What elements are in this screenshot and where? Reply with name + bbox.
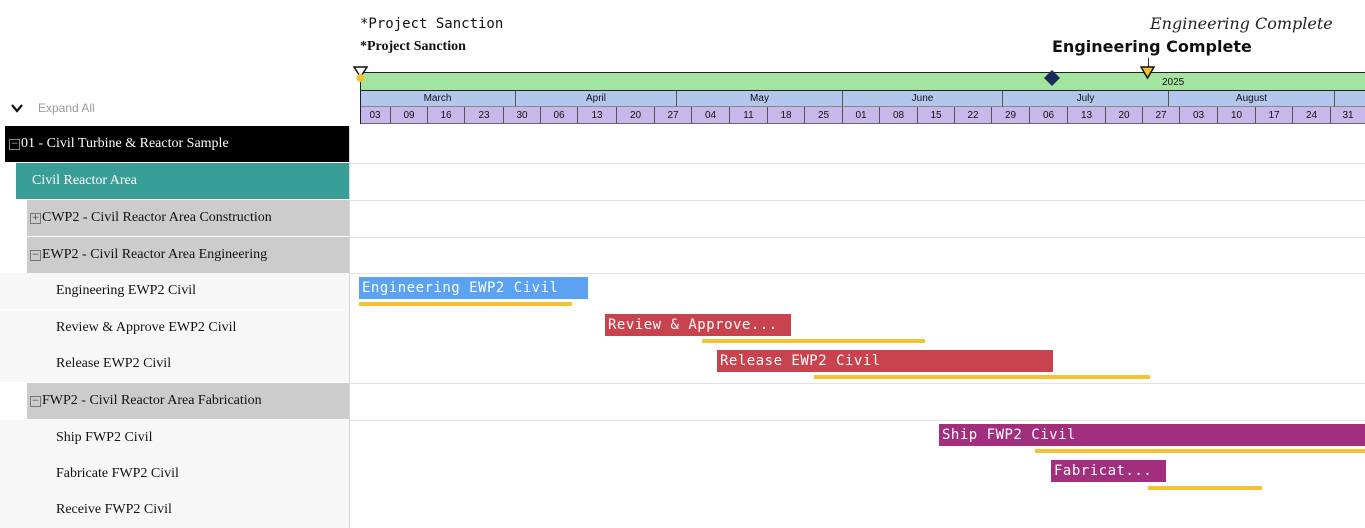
task-row[interactable]: Review & Approve EWP2 Civil [0, 310, 349, 346]
row-cwp2[interactable]: + CWP2 - Civil Reactor Area Construction [27, 200, 349, 236]
bar-fabricate-fwp2[interactable]: Fabricat... [1051, 460, 1166, 482]
week-cell: 30 [504, 107, 541, 124]
milestone-diamond-icon[interactable] [1043, 70, 1061, 86]
baseline-release-ewp2 [814, 375, 1150, 379]
row-ewp2[interactable]: − EWP2 - Civil Reactor Area Engineering [27, 237, 349, 273]
row-separator [350, 163, 1365, 164]
month-august: August [1169, 91, 1335, 107]
bar-ship-fwp2[interactable]: Ship FWP2 Civil [939, 424, 1365, 446]
year-band: 2025 [360, 72, 1365, 91]
expand-all-label: Expand All [38, 101, 95, 115]
week-cell: 22 [955, 107, 992, 124]
week-cell: 10 [1218, 107, 1256, 124]
task-row[interactable]: Ship FWP2 Civil [0, 420, 349, 456]
row-label: Ship FWP2 Civil [56, 430, 153, 445]
week-cell: 29 [992, 107, 1030, 124]
row-label: Engineering EWP2 Civil [56, 283, 196, 298]
week-cell: 24 [1293, 107, 1331, 124]
week-cell: 04 [692, 107, 730, 124]
month-row: March April May June July August [360, 91, 1365, 107]
week-cell: 06 [1030, 107, 1068, 124]
week-cell: 20 [617, 107, 655, 124]
row-separator [350, 420, 1365, 421]
week-cell: 16 [428, 107, 465, 124]
collapse-toggle-icon[interactable]: − [9, 138, 20, 150]
week-cell: 08 [880, 107, 918, 124]
week-cell: 06 [541, 107, 578, 124]
week-cell: 18 [768, 107, 805, 124]
row-fwp2[interactable]: − FWP2 - Civil Reactor Area Fabrication [27, 383, 349, 419]
baseline-engineering-ewp2 [359, 302, 572, 306]
row-separator [350, 273, 1365, 274]
engineering-complete-label: Engineering Complete [1052, 37, 1252, 56]
row-label: Release EWP2 Civil [56, 356, 172, 371]
month-may: May [677, 91, 843, 107]
week-cell: 13 [578, 107, 617, 124]
collapse-toggle-icon[interactable]: − [30, 395, 41, 407]
row-label: Review & Approve EWP2 Civil [56, 320, 237, 335]
row-label: FWP2 - Civil Reactor Area Fabrication [42, 393, 262, 408]
week-cell: 25 [805, 107, 843, 124]
week-cell: 03 [360, 107, 391, 124]
engineering-complete-marker-icon[interactable] [1140, 66, 1156, 80]
week-cell: 01 [843, 107, 880, 124]
month-march: March [360, 91, 516, 107]
week-cell: 23 [465, 107, 504, 124]
project-sanction-label: *Project Sanction [360, 16, 504, 32]
month-july: July [1003, 91, 1169, 107]
row-label: Fabricate FWP2 Civil [56, 466, 179, 481]
task-row[interactable]: Release EWP2 Civil [0, 346, 349, 382]
row-separator [350, 383, 1365, 384]
project-sanction-marker-icon[interactable] [353, 66, 369, 84]
baseline-fabricate-fwp2 [1148, 486, 1262, 490]
bar-engineering-ewp2[interactable]: Engineering EWP2 Civil [359, 277, 588, 299]
month-april: April [516, 91, 677, 107]
engineering-complete-leader-line [1148, 58, 1149, 72]
month-next [1335, 91, 1365, 107]
week-cell: 27 [1143, 107, 1180, 124]
row-label: EWP2 - Civil Reactor Area Engineering [42, 247, 268, 262]
week-cell: 11 [730, 107, 768, 124]
week-cell: 03 [1180, 107, 1218, 124]
week-cell: 09 [391, 107, 428, 124]
week-cell: 27 [655, 107, 692, 124]
bar-review-approve-ewp2[interactable]: Review & Approve... [605, 314, 791, 336]
week-cell: 20 [1106, 107, 1143, 124]
engineering-complete-italic-label: Engineering Complete [1150, 14, 1333, 33]
task-row[interactable]: Receive FWP2 Civil [0, 492, 349, 528]
baseline-ship-fwp2 [1035, 449, 1365, 453]
grid-divider[interactable] [349, 126, 350, 528]
week-cell: 31 [1331, 107, 1365, 124]
month-june: June [843, 91, 1003, 107]
year-label: 2025 [1162, 77, 1185, 88]
timeline-header: 2025 March April May June July August 03… [360, 72, 1365, 124]
week-row: 03 09 16 23 30 06 13 20 27 04 11 18 25 0… [360, 107, 1365, 124]
row-label: 01 - Civil Turbine & Reactor Sample [21, 136, 229, 151]
bar-release-ewp2[interactable]: Release EWP2 Civil [717, 350, 1053, 372]
row-separator [350, 237, 1365, 238]
task-row[interactable]: Fabricate FWP2 Civil [0, 456, 349, 492]
week-cell: 13 [1068, 107, 1106, 124]
timeline-left-edge [360, 72, 361, 124]
week-cell: 15 [918, 107, 955, 124]
collapse-toggle-icon[interactable]: − [30, 249, 41, 261]
row-separator [350, 200, 1365, 201]
expand-all-button[interactable]: Expand All [10, 98, 95, 118]
collapse-toggle-icon[interactable]: − [20, 175, 31, 187]
row-label: Receive FWP2 Civil [56, 502, 172, 517]
row-label: CWP2 - Civil Reactor Area Construction [42, 210, 272, 225]
baseline-review-approve-ewp2 [702, 339, 925, 343]
row-project[interactable]: − 01 - Civil Turbine & Reactor Sample [5, 126, 349, 162]
row-label: Civil Reactor Area [32, 173, 137, 188]
row-area[interactable]: − Civil Reactor Area [16, 163, 349, 199]
project-sanction-bold-label: *Project Sanction [360, 39, 466, 54]
task-row[interactable]: Engineering EWP2 Civil [0, 273, 349, 309]
week-cell: 17 [1256, 107, 1293, 124]
chevron-down-icon [11, 104, 23, 113]
expand-toggle-icon[interactable]: + [30, 212, 41, 224]
